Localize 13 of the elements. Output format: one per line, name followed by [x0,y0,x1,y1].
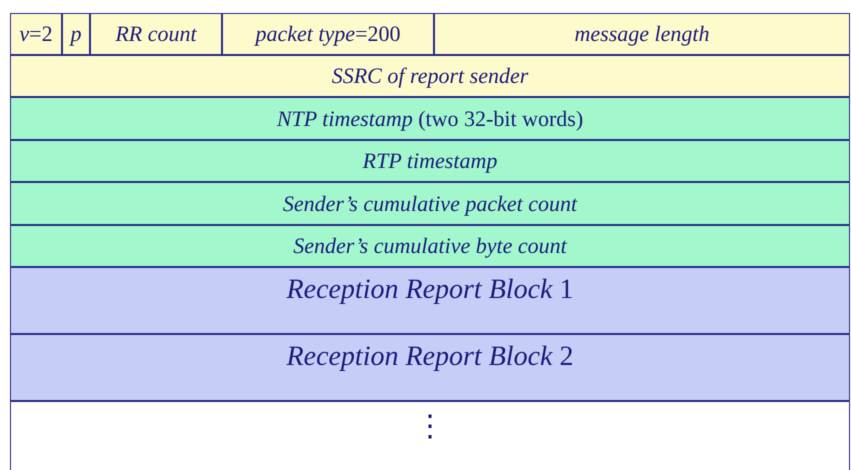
packet-field: Reception Report Block 2 [10,334,850,401]
packet-field: RR count [90,13,222,55]
packet-field: p [62,13,90,55]
packet-field: Reception Report Block 1 [10,267,850,334]
packet-field: NTP timestamp (two 32-bit words) [10,97,850,140]
packet-field: packet type=200 [222,13,434,55]
packet-field: message length [434,13,850,55]
packet-field: SSRC of report sender [10,55,850,97]
packet-field: v=2 [10,13,62,55]
packet-field: ⋮ [10,401,850,470]
packet-field: Sender’s cumulative byte count [10,225,850,267]
packet-field: Sender’s cumulative packet count [10,182,850,225]
packet-field: RTP timestamp [10,140,850,182]
